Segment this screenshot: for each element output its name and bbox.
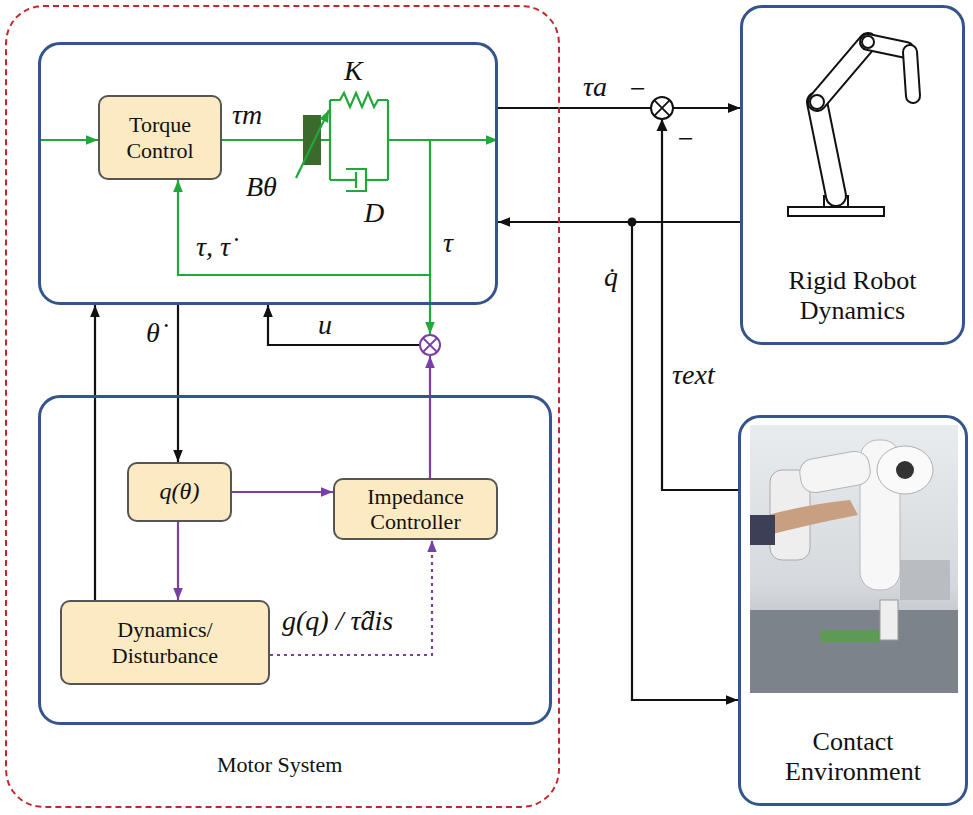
spring-damper-symbol <box>296 110 329 178</box>
branch-dot <box>628 218 637 227</box>
contact-photo <box>896 461 914 479</box>
summing-junction <box>657 119 668 131</box>
robot-panel: Rigid Robot Dynamics <box>740 5 965 345</box>
signal-arrow <box>177 305 179 462</box>
signal-label: τm <box>232 100 262 131</box>
spring-damper-symbol <box>346 169 366 191</box>
signal-arrow <box>177 522 179 600</box>
multiplier-symbol <box>423 338 437 352</box>
node-text: Contact Environment <box>763 727 943 787</box>
robot-illustration <box>910 52 913 96</box>
motor-system-region: Motor System K BθDτ, τ̇ τ Torque Control g(q)… <box>5 5 560 808</box>
multiplier-symbol <box>420 335 440 355</box>
contact-photo <box>798 449 873 495</box>
command-wire <box>268 305 420 345</box>
process-box: Torque Control <box>98 95 222 180</box>
node-text: Dynamics/ Disturbance <box>90 617 240 668</box>
spring-damper-symbol <box>296 93 388 191</box>
signal-arrow <box>38 139 98 141</box>
signal-label: θ̇ <box>146 318 160 349</box>
signal-arrow <box>662 108 740 490</box>
signal-label: τa <box>583 72 607 103</box>
spring-damper-symbol <box>331 128 387 152</box>
signal-arrow <box>232 491 333 493</box>
outer-loop-panel: g(q) / τ̂dis q(θ) Impedance ControllerDyna… <box>38 395 552 725</box>
robot-illustration <box>817 102 836 196</box>
symbol-label: τ <box>443 228 453 259</box>
sign-label: − <box>628 74 647 105</box>
spring-damper-symbol <box>366 179 388 181</box>
robot-illustration <box>810 95 824 109</box>
spring-damper-symbol <box>387 100 389 180</box>
signal-label: τext <box>672 360 715 391</box>
symbol-label: Motor System <box>217 752 342 777</box>
robot-illustration <box>788 36 913 216</box>
spring-damper-symbol <box>330 179 356 181</box>
symbol-label: Bθ <box>246 172 277 203</box>
robot-illustration <box>862 36 874 48</box>
process-box: Impedance Controller <box>333 478 498 541</box>
multiplier-symbol <box>420 335 440 355</box>
signal-arrow <box>94 305 96 600</box>
robot-illustration <box>817 42 868 102</box>
process-box: Dynamics/ Disturbance <box>60 600 270 685</box>
node-text: Impedance Controller <box>346 484 486 535</box>
symbol-label: K <box>344 56 363 87</box>
robot-illustration <box>910 52 913 96</box>
contact-photo <box>880 600 898 640</box>
branch-dot <box>628 218 637 227</box>
node-text: Torque Control <box>108 112 213 163</box>
sign-label: − <box>676 124 695 155</box>
robot-illustration <box>788 207 884 216</box>
spring-damper-symbol <box>330 93 388 107</box>
command-label: u <box>318 310 332 341</box>
symbol-label: τ, τ̇ <box>196 232 230 263</box>
contact-photo <box>750 425 958 693</box>
summing-junction <box>651 97 673 131</box>
feedback-wire <box>178 180 430 275</box>
environment-panel: Contact Environment <box>738 415 968 806</box>
contact-photo <box>750 425 958 693</box>
signal-label: q̇ <box>604 262 618 293</box>
contact-photo <box>877 446 933 494</box>
node-text: Rigid Robot Dynamics <box>758 266 948 326</box>
multiplier-symbol <box>423 338 437 352</box>
command-wire <box>268 305 420 345</box>
symbol-label: D <box>364 198 384 229</box>
contact-photo <box>750 515 775 545</box>
robot-illustration <box>817 42 868 102</box>
contact-photo <box>820 630 880 642</box>
impedance-output-wire <box>429 356 431 478</box>
torque-loop-panel: K BθDτ, τ̇ τ Torque Control <box>38 42 498 305</box>
robot-illustration <box>817 102 836 196</box>
process-box: q(θ) <box>127 462 232 522</box>
spring-damper-symbol <box>355 172 357 188</box>
symbol-label: g(q) / τ̂dis <box>282 606 393 637</box>
signal-arrow <box>632 222 740 700</box>
summing-junction <box>654 100 670 116</box>
summing-junction <box>651 97 673 119</box>
contact-photo <box>750 610 958 693</box>
contact-photo <box>900 560 950 600</box>
summing-junction <box>654 100 670 116</box>
node-text: q(θ) <box>160 478 200 506</box>
signal-arrow <box>270 540 432 655</box>
impedance-output-wire <box>430 356 431 478</box>
